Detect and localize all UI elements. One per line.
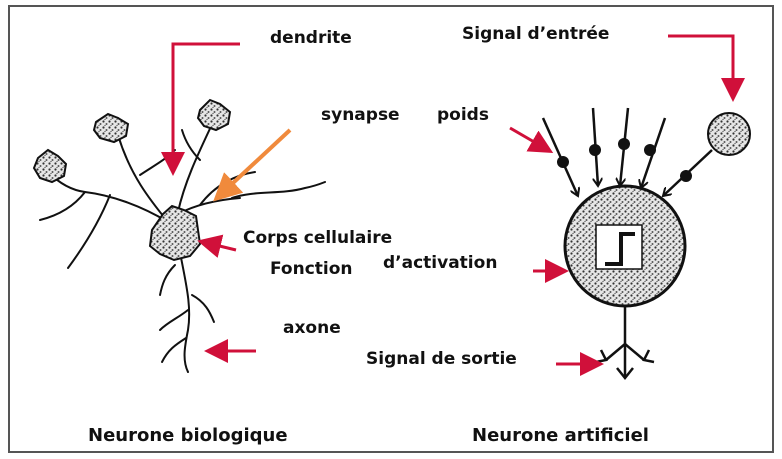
input-node [708,113,750,155]
label-poids: poids [437,105,489,125]
biological-label-arrows [173,44,256,351]
output-axon [596,306,654,378]
label-synapse: synapse [321,105,400,125]
label-corps-cellulaire: Corps cellulaire [243,228,392,248]
label-axone: axone [283,318,341,338]
synaptic-weight-dots [557,138,692,182]
biological-soma [150,206,200,260]
synapse-arrow [219,130,290,196]
label-activation: d’activation [383,253,497,273]
label-fonction: Fonction [270,259,353,279]
label-dendrite: dendrite [270,28,352,48]
dendrite-bulb-1 [34,150,66,182]
caption-artificial: Neurone artificiel [472,426,649,446]
artificial-neuron-inputs [543,108,712,196]
poids-arrow [510,128,548,150]
label-signal-entree: Signal d’entrée [462,24,609,44]
corps-cellulaire-arrow [203,242,236,250]
dendrite-bulb-2 [94,114,128,142]
signal-entree-arrow [668,36,733,96]
dendrite-bulb-3 [198,100,230,130]
label-signal-sortie: Signal de sortie [366,349,517,369]
caption-biological: Neurone biologique [88,426,288,446]
